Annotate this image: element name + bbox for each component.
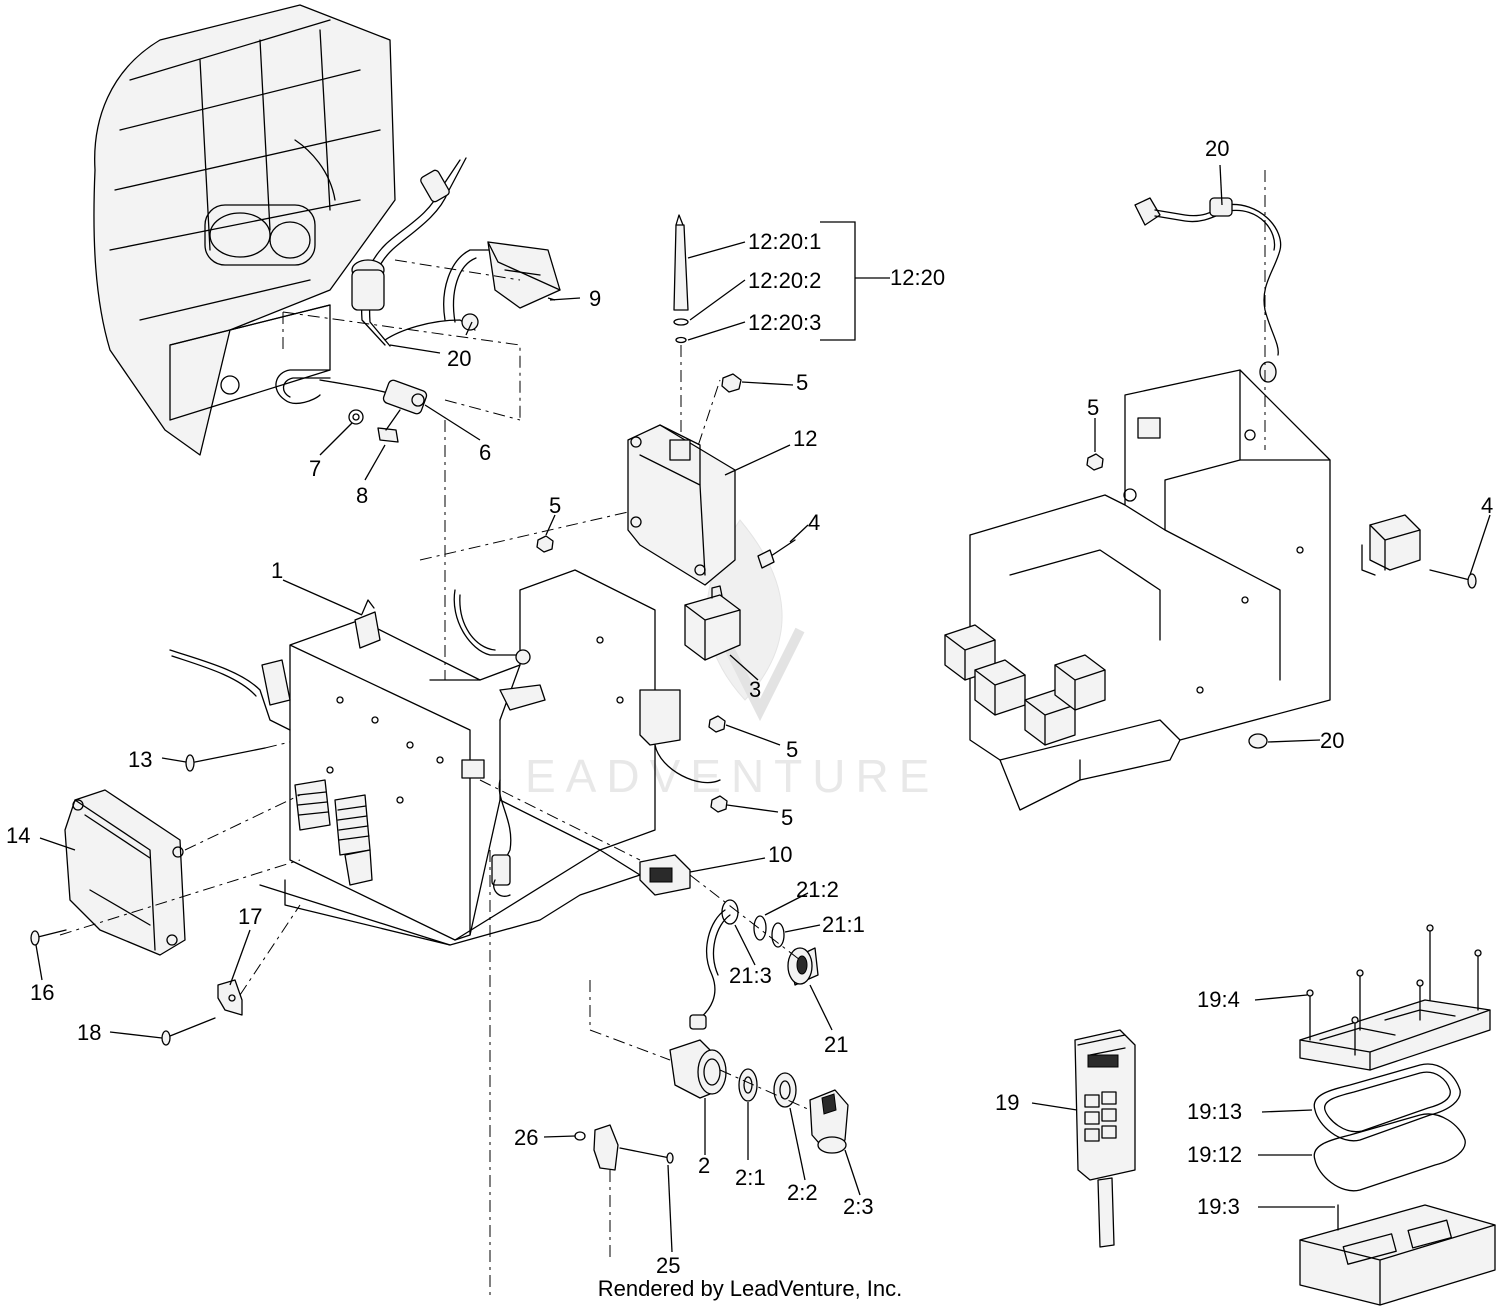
callout-19: 19 — [995, 1090, 1019, 1115]
callout-1: 1 — [271, 558, 283, 583]
remote-19 — [1074, 1029, 1136, 1248]
footer-credit: Rendered by LeadVenture, Inc. — [597, 1276, 903, 1301]
callout-14: 14 — [6, 823, 30, 848]
nut-5-right — [1086, 453, 1104, 471]
bolt-16 — [30, 929, 67, 946]
callout-20-right-low: 20 — [1320, 728, 1344, 753]
callout-9: 9 — [589, 286, 601, 311]
callout-26: 26 — [514, 1125, 538, 1150]
nut-5-top — [721, 373, 742, 393]
callout-12-20-2: 12:20:2 — [748, 268, 821, 293]
callout-12-20-3: 12:20:3 — [748, 310, 821, 335]
hour-meter-10 — [639, 854, 691, 896]
callout-10: 10 — [768, 842, 792, 867]
callout-5-right: 5 — [1087, 395, 1099, 420]
pcb-19-3 — [1299, 1204, 1496, 1306]
battery-cable-6 — [275, 369, 428, 415]
washer-26 — [574, 1131, 586, 1141]
battery-cable-right — [1134, 197, 1282, 383]
sensor-bracket — [593, 1124, 619, 1171]
switch-1 — [354, 599, 381, 649]
callout-5-low-a: 5 — [786, 737, 798, 762]
callout-20-left: 20 — [447, 346, 471, 371]
callout-6: 6 — [479, 440, 491, 465]
callout-8: 8 — [356, 483, 368, 508]
callout-21-2: 21:2 — [796, 877, 839, 902]
callout-labels: 1 2 2:1 2:2 2:3 3 4 4 5 5 5 5 5 6 7 8 9 … — [6, 136, 1493, 1278]
callout-2: 2 — [698, 1153, 710, 1178]
callout-2-1: 2:1 — [735, 1165, 766, 1190]
callout-12-20-1: 12:20:1 — [748, 229, 821, 254]
remote-cover-19-4 — [1299, 999, 1491, 1071]
relay-right-c — [1024, 689, 1076, 746]
bolt-18 — [161, 1017, 216, 1046]
gasket-19-12 — [1313, 1113, 1466, 1192]
wire-harness — [169, 649, 373, 886]
module-12 — [627, 424, 736, 586]
callout-21: 21 — [824, 1032, 848, 1057]
callout-18: 18 — [77, 1020, 101, 1045]
callout-19-4: 19:4 — [1197, 987, 1240, 1012]
gasket-19-13 — [1313, 1063, 1461, 1142]
bracket-17 — [217, 979, 243, 1016]
bolt-25 — [619, 1147, 674, 1164]
callout-2-3: 2:3 — [843, 1194, 874, 1219]
engine-assembly — [93, 4, 396, 456]
nut-5-mid — [536, 535, 554, 553]
callout-2-2: 2:2 — [787, 1180, 818, 1205]
relay-right-b — [974, 659, 1026, 716]
callout-4-right: 4 — [1481, 493, 1493, 518]
relay-right-4 — [1361, 514, 1421, 576]
watermark-text: EADVENTURE — [525, 750, 939, 802]
leader-lines — [35, 164, 1491, 1253]
nut-5-low-b — [710, 795, 728, 813]
controller-14 — [64, 789, 186, 956]
remote-screws — [1306, 924, 1482, 1056]
bolt-13 — [185, 747, 266, 772]
callout-3: 3 — [749, 677, 761, 702]
washer-7 — [348, 409, 364, 425]
antenna-12-20 — [673, 214, 689, 440]
relay-3 — [684, 585, 741, 661]
nut-2-2 — [773, 1072, 797, 1108]
callout-17: 17 — [238, 904, 262, 929]
key-2-3 — [809, 1089, 849, 1154]
callout-16: 16 — [30, 980, 54, 1005]
callout-12: 12 — [793, 426, 817, 451]
callout-4-left: 4 — [808, 510, 820, 535]
callout-20-right-top: 20 — [1205, 136, 1229, 161]
center-chassis — [259, 569, 721, 946]
callout-19-12: 19:12 — [1187, 1142, 1242, 1167]
callout-21-3: 21:3 — [729, 963, 772, 988]
screw-4-left — [757, 539, 796, 569]
callout-21-1: 21:1 — [822, 912, 865, 937]
key-switch-2 — [669, 1039, 727, 1099]
callout-12-20: 12:20 — [890, 265, 945, 290]
bolt-8 — [377, 409, 401, 443]
relay-right-d — [1054, 654, 1106, 711]
callout-5-top: 5 — [796, 370, 808, 395]
callout-13: 13 — [128, 747, 152, 772]
right-chassis — [969, 369, 1331, 811]
battery-cable-left — [351, 157, 561, 347]
callout-7: 7 — [309, 456, 321, 481]
callout-5-low-b: 5 — [781, 805, 793, 830]
callout-25: 25 — [656, 1253, 680, 1278]
bolt-4-right — [1429, 569, 1477, 589]
nut-2-1 — [738, 1068, 758, 1102]
ground-terminal-20 — [1248, 733, 1268, 749]
callout-19-3: 19:3 — [1197, 1194, 1240, 1219]
callout-19-13: 19:13 — [1187, 1099, 1242, 1124]
nut-5-low-a — [708, 715, 726, 733]
callout-5-mid: 5 — [549, 493, 561, 518]
